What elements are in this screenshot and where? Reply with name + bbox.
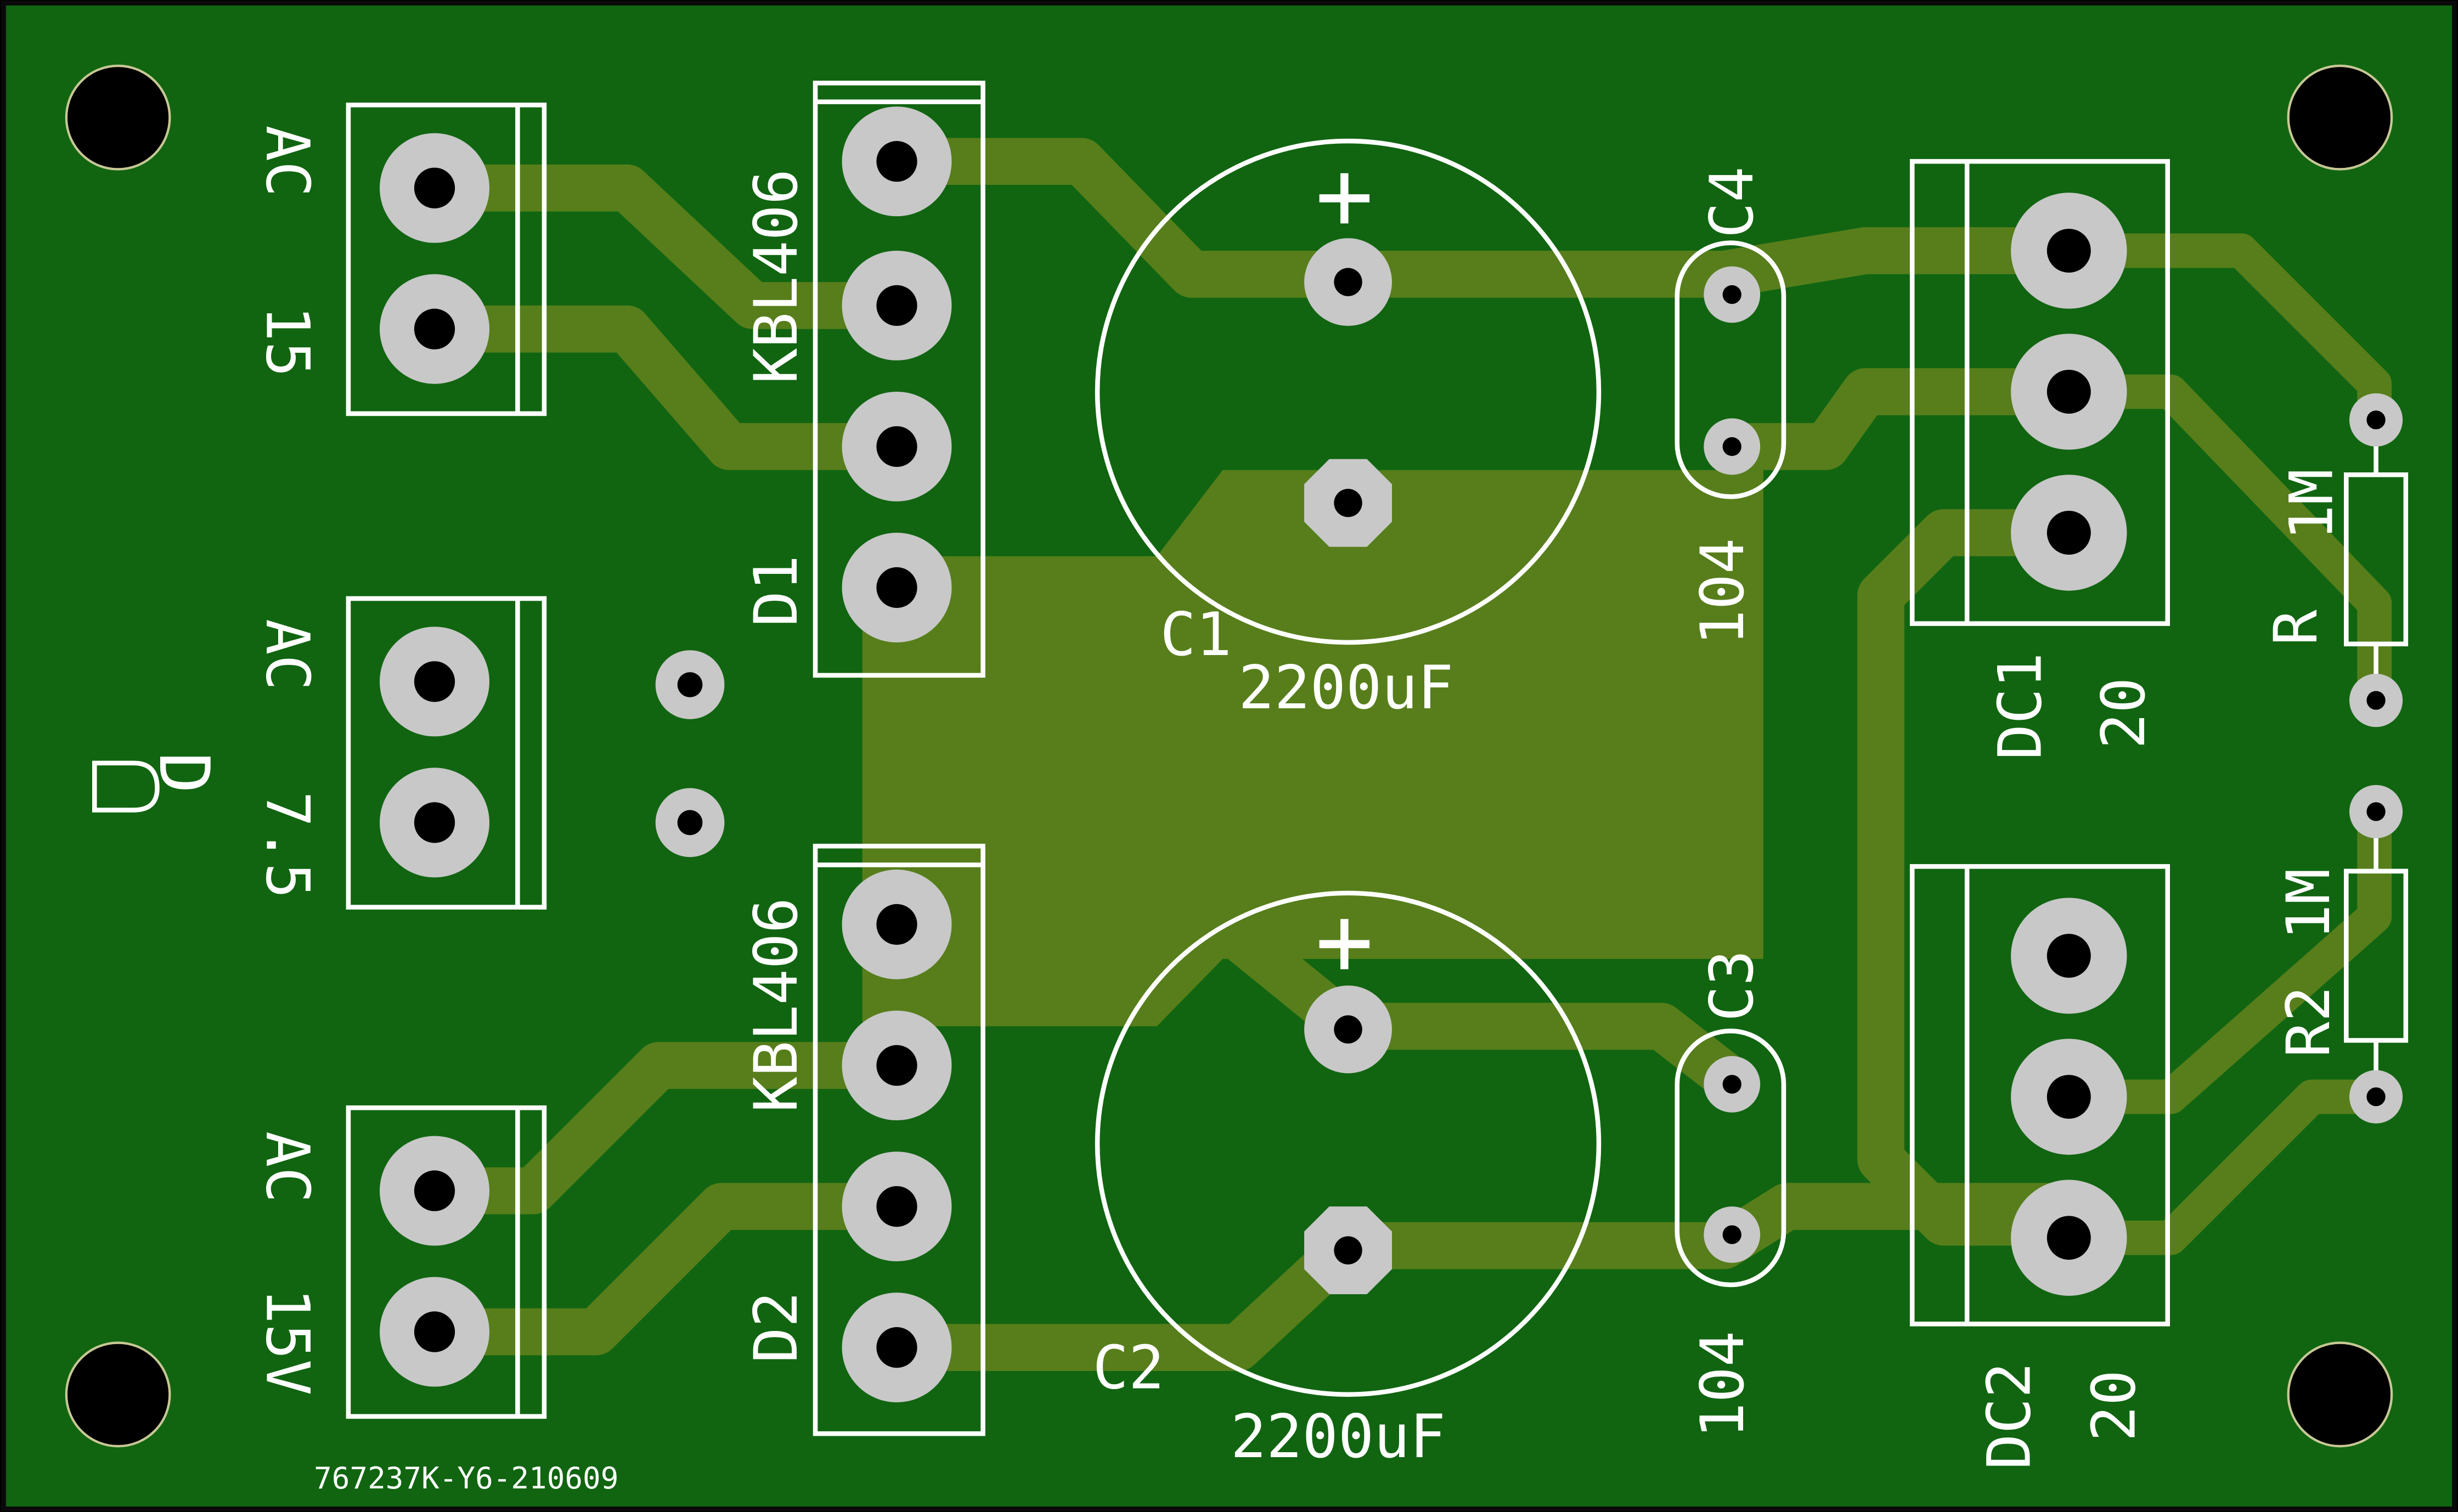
- pads: [380, 106, 2403, 1403]
- ac-terminal-1-outline: [346, 103, 547, 416]
- mounting-hole-tl: [65, 64, 171, 171]
- trace-ac1-a: [408, 164, 917, 329]
- c1-ref-label: C1: [1160, 600, 1232, 669]
- ac-bot-label-2: 15V: [252, 1288, 322, 1396]
- dc1-outline: [1909, 159, 2171, 626]
- board-letter: D: [144, 752, 224, 794]
- trace-ac2-b: [408, 1183, 917, 1356]
- mounting-hole-br: [2287, 1341, 2393, 1448]
- ac-mid-label-1: AC: [252, 619, 322, 691]
- c2-plus-sign: +: [1315, 884, 1374, 997]
- c1-value-label: 2200uF: [1238, 653, 1453, 723]
- ac-mid-label-2: 7.5: [252, 791, 322, 899]
- c3-outline: [1675, 1028, 1786, 1288]
- mounting-holes: [65, 64, 2393, 1448]
- ac-bot-label-1: AC: [252, 1131, 322, 1203]
- board-letter-outline: [92, 760, 160, 813]
- ac-terminal-3-outline: [346, 1105, 547, 1419]
- c1-plus-sign: +: [1315, 139, 1374, 252]
- c3-value-label: 104: [1688, 1331, 1757, 1438]
- bridge2-part-label: KBL406: [741, 898, 811, 1113]
- dc1-ref-label: DC1: [1985, 652, 2055, 760]
- board-code: 767237K-Y6-210609: [314, 1461, 618, 1496]
- c2-ref-label: C2: [1093, 1333, 1165, 1402]
- dc2-ref-label: DC2: [1974, 1362, 2044, 1470]
- silkscreen: [92, 81, 2409, 1436]
- r2-value-label: 1M: [2274, 868, 2343, 940]
- c4-ref-label: C4: [1697, 166, 1767, 238]
- bridge1-ref-label: D1: [741, 555, 811, 627]
- ac-top-label-2: 15: [252, 306, 322, 377]
- r1-value-label: 1M: [2277, 469, 2347, 541]
- bridge2-ref-label: D2: [741, 1291, 811, 1363]
- dc2-value-label: 20: [2079, 1370, 2149, 1442]
- r1-ref-label: R: [2261, 610, 2331, 646]
- copper-layer: [408, 138, 2392, 1371]
- c3-ref-label: C3: [1697, 950, 1767, 1022]
- c4-value-label: 104: [1688, 538, 1757, 646]
- trace-c4-pos: [1544, 227, 2093, 298]
- trace-d2-neg: [870, 1222, 1372, 1371]
- dc1-value-label: 20: [2089, 677, 2158, 749]
- bridge1-part-label: KBL406: [741, 169, 811, 384]
- c4-outline: [1675, 240, 1786, 499]
- c1-outline: [1095, 138, 1602, 645]
- c2-value-label: 2200uF: [1231, 1402, 1446, 1471]
- silk-text: AC 15 AC 7.5 AC 15V D KBL406 D1 KBL406 D…: [144, 125, 2346, 1496]
- dc2-outline: [1909, 864, 2171, 1327]
- ac-top-label-1: AC: [252, 125, 322, 197]
- c2-outline: [1095, 890, 1602, 1397]
- mounting-hole-bl: [65, 1341, 171, 1448]
- ground-pour: [862, 470, 1763, 1026]
- bridge-d2-outline: [813, 843, 985, 1436]
- bridge-d1-outline: [813, 81, 985, 678]
- mounting-hole-tr: [2287, 64, 2393, 171]
- ac-terminal-2-outline: [346, 596, 547, 910]
- r2-ref-label: R2: [2274, 986, 2343, 1058]
- trace-ac1-b: [408, 305, 917, 470]
